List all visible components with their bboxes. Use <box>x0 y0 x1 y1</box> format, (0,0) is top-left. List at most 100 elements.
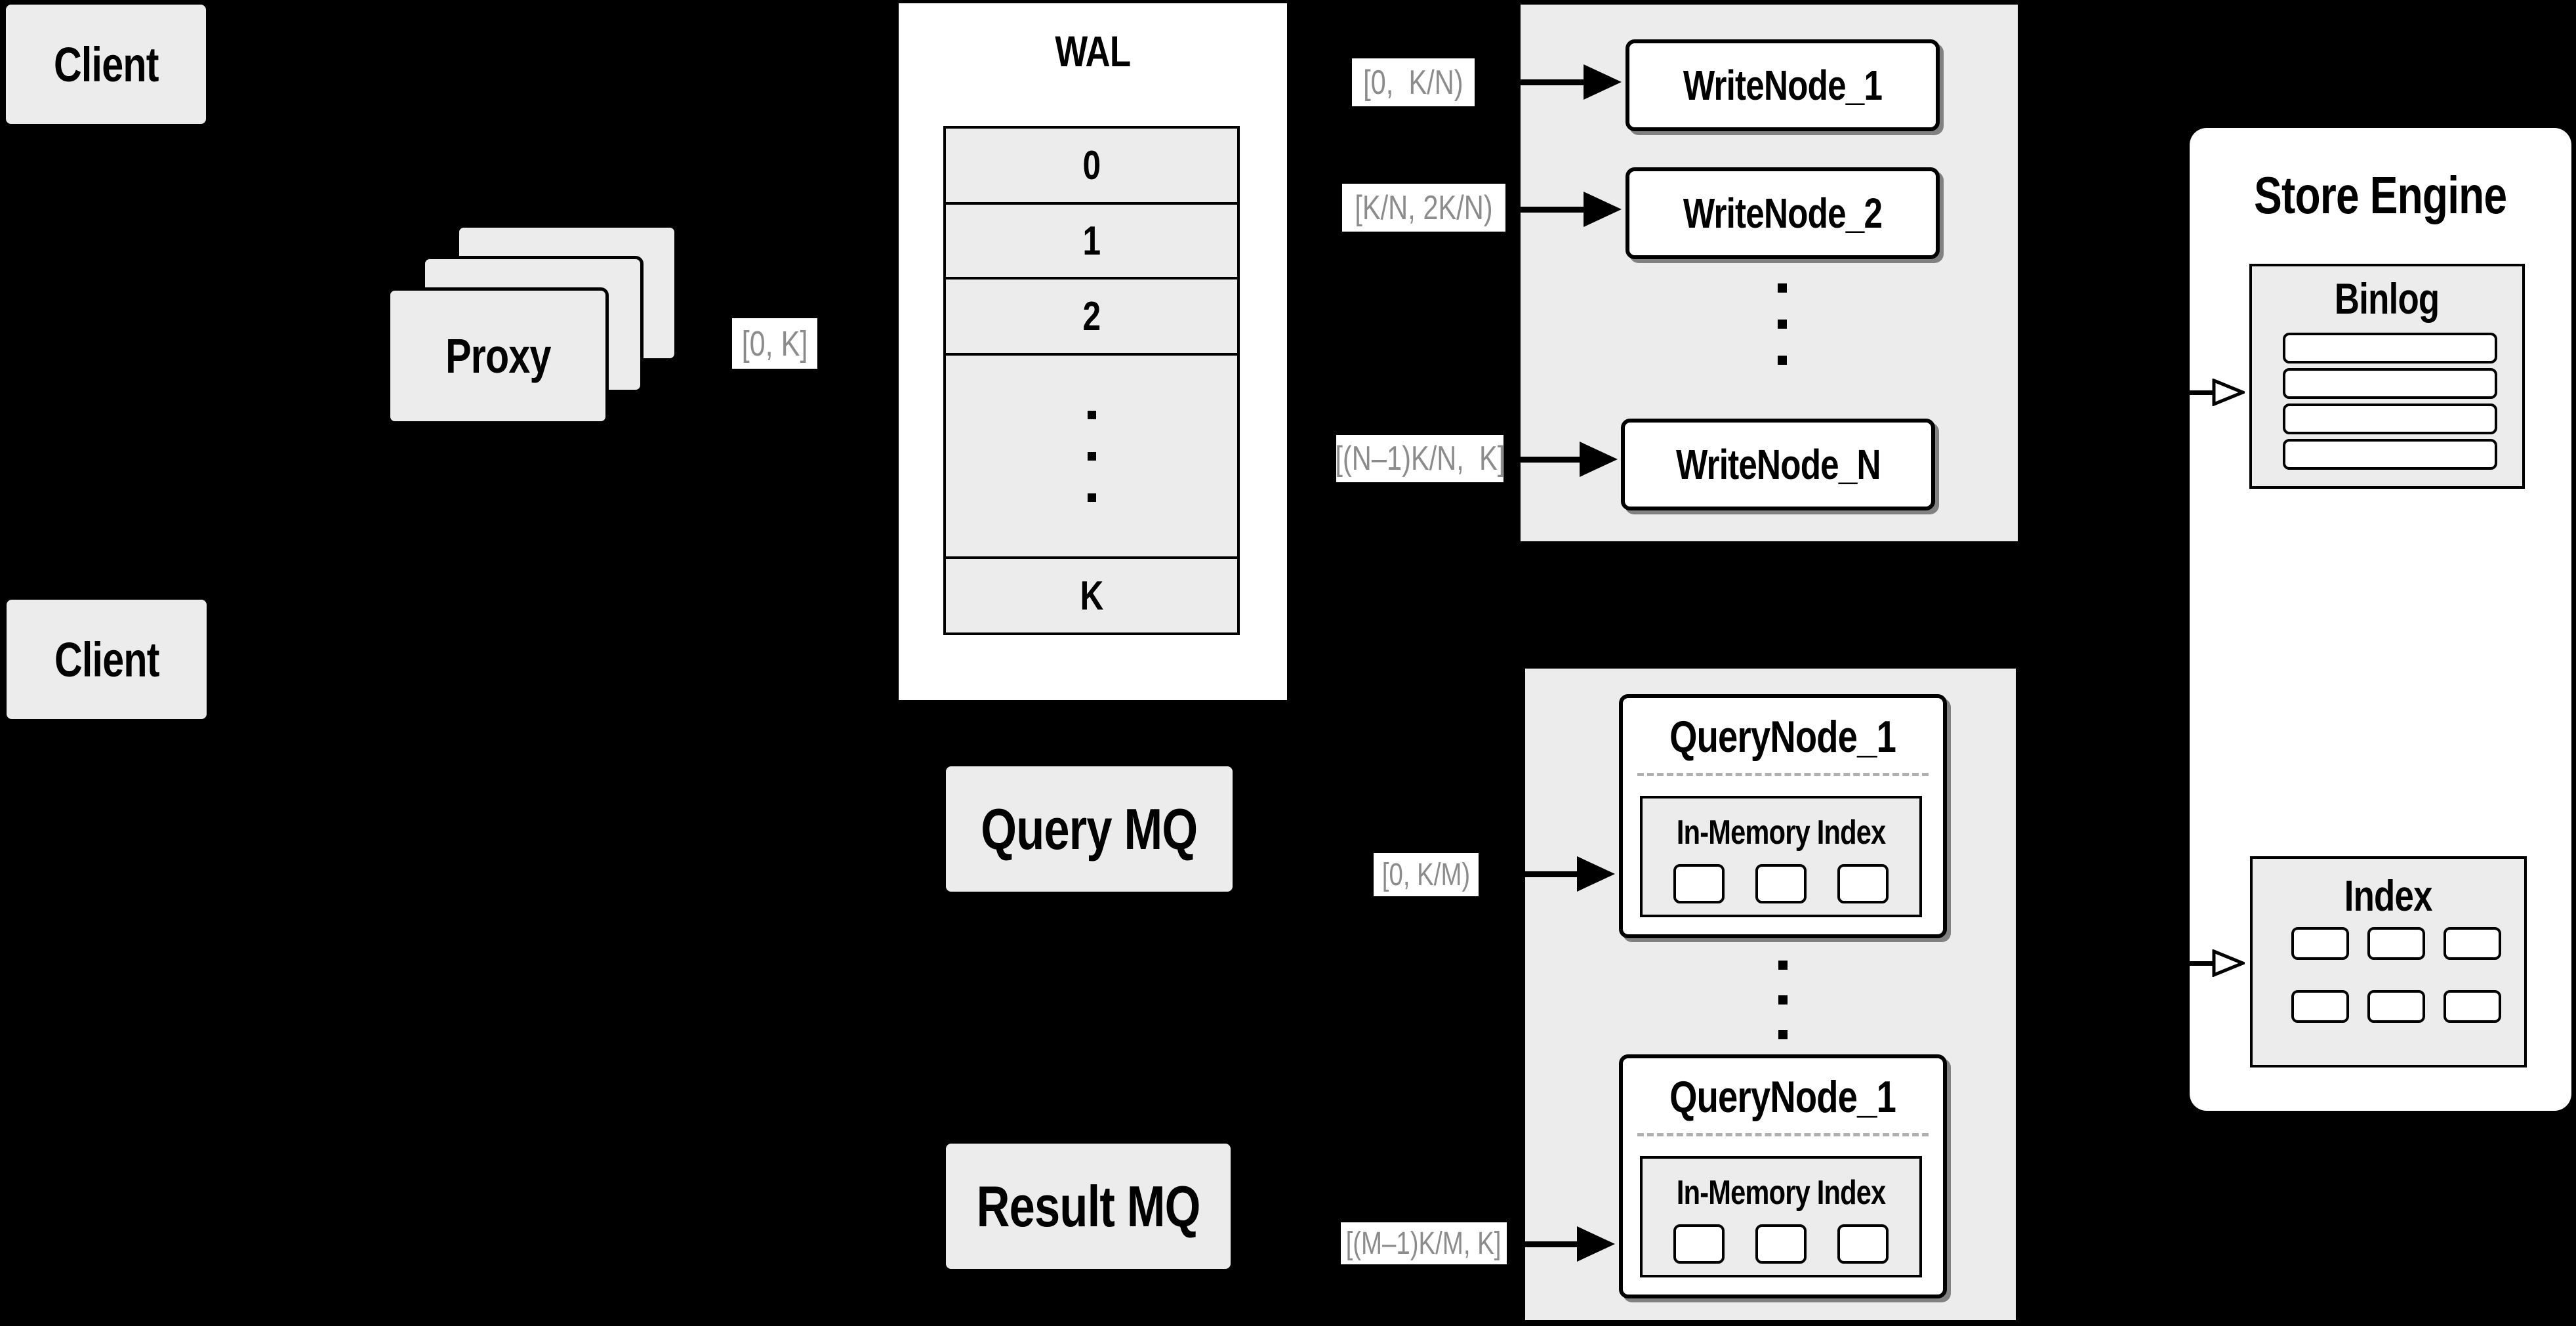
ellipsis-dot <box>1778 283 1787 293</box>
binlog-rows <box>2283 333 2497 470</box>
index-cell <box>2367 990 2425 1023</box>
client-top-box: Client <box>6 5 206 124</box>
ellipsis-dot <box>1778 356 1787 365</box>
memory-cell <box>1755 1224 1807 1264</box>
memory-cell <box>1755 864 1807 903</box>
wal-row-1: 1 <box>946 205 1237 280</box>
wal-row-0: 0 <box>946 129 1237 205</box>
binlog-row <box>2283 439 2497 470</box>
memory-cell <box>1837 1224 1889 1264</box>
divider-dashed <box>1637 1133 1929 1136</box>
write-range-label-2-text: [K/N, 2K/N) <box>1355 188 1493 227</box>
ellipsis-dot <box>1087 451 1096 461</box>
write-node-2-label: WriteNode_2 <box>1683 190 1883 237</box>
wal-row-2-text: 2 <box>1082 293 1101 339</box>
wal-title: WAL <box>899 26 1287 76</box>
in-memory-index-title: In-Memory Index <box>1643 813 1919 852</box>
result-mq-label: Result MQ <box>976 1173 1201 1239</box>
index-cell <box>2443 990 2501 1023</box>
wal-row-1-text: 1 <box>1082 218 1101 264</box>
index-cell <box>2367 927 2425 960</box>
index-cell <box>2291 990 2349 1023</box>
write-range-label-n: [(N–1)K/N, K] <box>1335 435 1505 482</box>
memory-cell <box>1837 864 1889 903</box>
index-title: Index <box>2253 871 2524 921</box>
arrow-right-icon <box>1505 442 1618 477</box>
write-range-label-1: [0, K/N) <box>1352 58 1475 106</box>
index-cell <box>2443 927 2501 960</box>
wal-row-k: K <box>946 559 1237 632</box>
arrow-right-icon <box>1476 64 1622 100</box>
query-mq-label: Query MQ <box>981 796 1198 861</box>
binlog-row <box>2283 333 2497 363</box>
client-bottom-box: Client <box>7 600 207 719</box>
write-node-n: WriteNode_N <box>1621 419 1935 510</box>
memory-cell <box>1673 1224 1725 1264</box>
index-box: Index <box>2250 856 2527 1067</box>
in-memory-index-box: In-Memory Index <box>1640 796 1922 917</box>
wal-row-2: 2 <box>946 280 1237 356</box>
query-range-label-m-text: [(M–1)K/M, K] <box>1346 1226 1502 1261</box>
binlog-title-text: Binlog <box>2335 274 2440 323</box>
arrow-right-icon <box>1508 1226 1615 1262</box>
write-node-2: WriteNode_2 <box>1625 167 1940 259</box>
ellipsis-dot <box>1778 320 1787 329</box>
query-node-bottom: QueryNode_1 In-Memory Index <box>1619 1054 1947 1298</box>
proxy-label: Proxy <box>445 329 551 383</box>
write-range-label-n-text: [(N–1)K/N, K] <box>1335 440 1505 478</box>
binlog-row <box>2283 368 2497 399</box>
query-range-label-1: [0, K/M) <box>1374 853 1479 896</box>
index-cells <box>2291 927 2501 1023</box>
wal-table: 0 1 2 K <box>943 126 1240 635</box>
proxy-range-label-text: [0, K] <box>741 323 808 363</box>
hollow-arrow-right-icon <box>2190 379 2245 406</box>
result-mq-box: Result MQ <box>946 1144 1231 1269</box>
query-node-bottom-title-text: QueryNode_1 <box>1669 1072 1897 1122</box>
in-memory-index-title-text: In-Memory Index <box>1676 814 1886 852</box>
in-memory-index-title: In-Memory Index <box>1643 1173 1919 1212</box>
query-node-top-title: QueryNode_1 <box>1623 711 1943 762</box>
hollow-arrow-right-icon <box>2190 949 2245 977</box>
index-title-text: Index <box>2344 871 2433 920</box>
binlog-box: Binlog <box>2249 264 2525 489</box>
wal-panel: WAL 0 1 2 K <box>899 3 1287 700</box>
in-memory-index-title-text: In-Memory Index <box>1676 1174 1886 1212</box>
store-engine-title-text: Store Engine <box>2254 166 2507 224</box>
binlog-title: Binlog <box>2252 274 2522 323</box>
write-range-label-1-text: [0, K/N) <box>1363 63 1463 102</box>
ellipsis-dot <box>1087 493 1096 502</box>
divider-dashed <box>1637 773 1929 776</box>
write-range-label-2: [K/N, 2K/N) <box>1342 184 1505 232</box>
ellipsis-dot <box>1778 995 1788 1005</box>
arrow-right-icon <box>1479 856 1615 892</box>
wal-row-0-text: 0 <box>1082 142 1101 188</box>
binlog-row <box>2283 404 2497 434</box>
memory-cell <box>1673 864 1725 903</box>
in-memory-index-box: In-Memory Index <box>1640 1156 1922 1277</box>
ellipsis-dot <box>1778 961 1788 970</box>
client-top-label: Client <box>53 37 159 92</box>
arrow-right-icon <box>1507 192 1622 227</box>
wal-title-text: WAL <box>1055 27 1132 75</box>
in-memory-index-cells <box>1643 1224 1919 1264</box>
store-engine-title: Store Engine <box>2190 165 2571 226</box>
client-bottom-label: Client <box>54 632 159 687</box>
query-range-label-1-text: [0, K/M) <box>1381 857 1471 892</box>
ellipsis-dot <box>1087 410 1096 419</box>
query-range-label-m: [(M–1)K/M, K] <box>1341 1222 1507 1264</box>
write-node-n-label: WriteNode_N <box>1675 441 1881 488</box>
wal-row-k-text: K <box>1080 573 1103 619</box>
ellipsis-dot <box>1778 1030 1788 1039</box>
proxy-range-label: [0, K] <box>732 318 817 369</box>
proxy-card-front: Proxy <box>387 287 609 425</box>
store-engine-panel: Store Engine Binlog Index <box>2190 128 2571 1111</box>
query-mq-box: Query MQ <box>946 766 1233 892</box>
query-node-top: QueryNode_1 In-Memory Index <box>1619 694 1947 938</box>
query-node-bottom-title: QueryNode_1 <box>1623 1071 1943 1123</box>
index-cell <box>2291 927 2349 960</box>
in-memory-index-cells <box>1643 864 1919 903</box>
wal-ellipsis-row <box>946 356 1237 559</box>
query-node-top-title-text: QueryNode_1 <box>1669 712 1897 762</box>
write-node-1: WriteNode_1 <box>1625 39 1940 131</box>
